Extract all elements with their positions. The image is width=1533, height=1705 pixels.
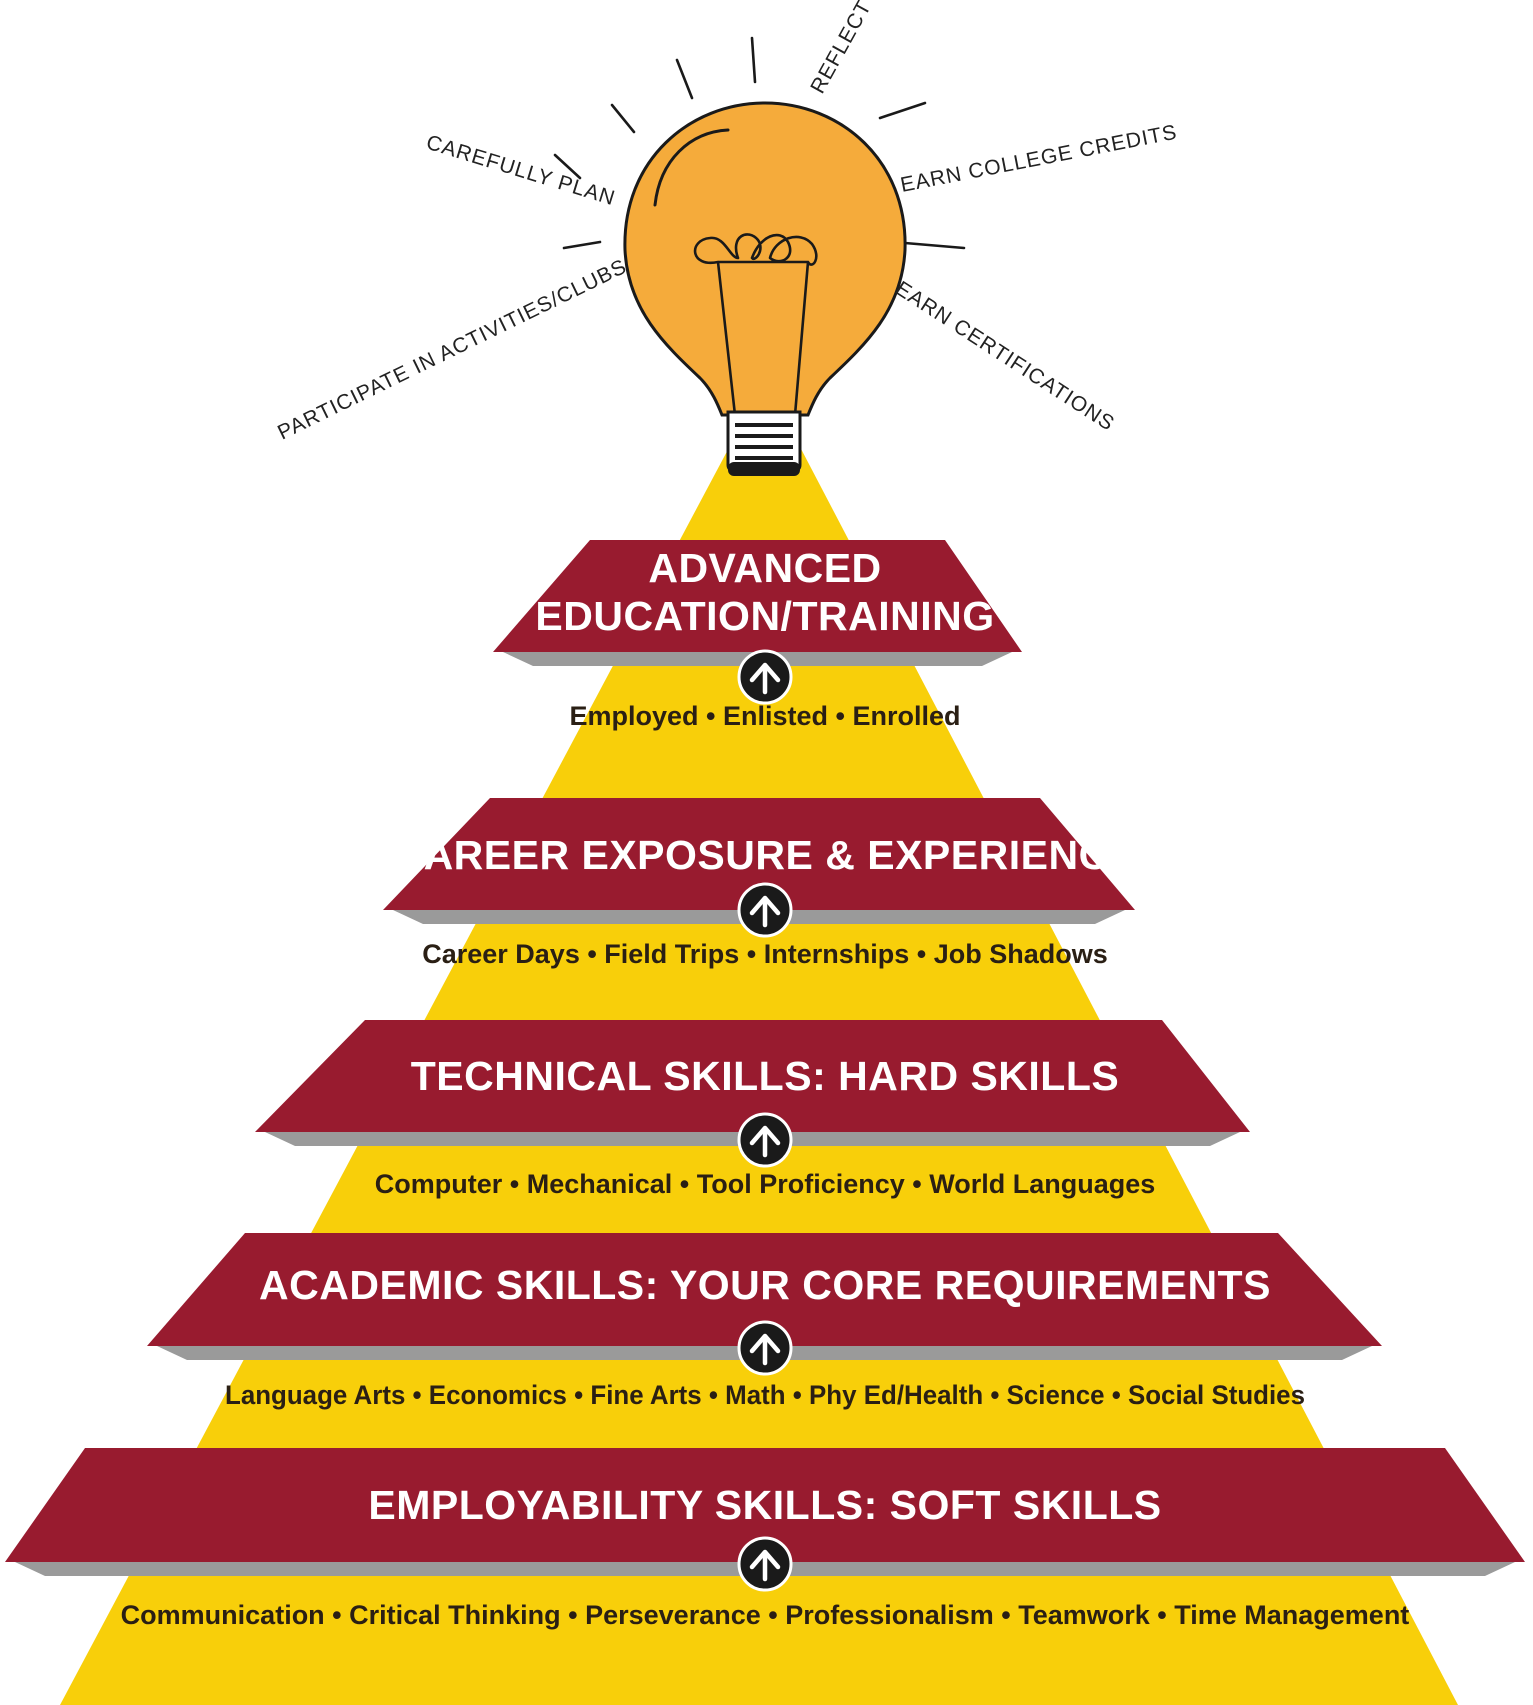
level-items: Computer • Mechanical • Tool Proficiency… [375, 1169, 1155, 1199]
level-title: EDUCATION/TRAINING [535, 593, 994, 639]
ray-line [562, 240, 602, 250]
ray-line [610, 103, 636, 134]
label-participate: PARTICIPATE IN ACTIVITIES/CLUBS [274, 255, 630, 445]
label-earn-certifications: EARN CERTIFICATIONS [891, 277, 1118, 436]
level-band [147, 1233, 1382, 1346]
level-title: EMPLOYABILITY SKILLS: SOFT SKILLS [368, 1482, 1161, 1528]
up-arrow-icon [737, 1536, 793, 1592]
level-title: ADVANCED [648, 545, 881, 591]
lightbulb-icon: REFLECT CAREFULLY PLAN EARN COLLEGE CRED… [274, 0, 1179, 476]
label-reflect: REFLECT [806, 0, 876, 97]
level-items: Communication • Critical Thinking • Pers… [121, 1600, 1410, 1630]
level-5: EMPLOYABILITY SKILLS: SOFT SKILLS Communi… [5, 1448, 1525, 1630]
level-items: Employed • Enlisted • Enrolled [570, 701, 961, 731]
level-band [255, 1020, 1250, 1132]
ray-line [675, 58, 694, 100]
up-arrow-icon [737, 1112, 793, 1168]
ray-line [750, 36, 757, 84]
bulb-filament [693, 233, 818, 417]
level-title: ACADEMIC SKILLS: YOUR CORE REQUIREMENTS [259, 1262, 1271, 1308]
up-arrow-icon [737, 882, 793, 938]
level-band [5, 1448, 1525, 1562]
ray-line [903, 241, 966, 250]
level-items: Career Days • Field Trips • Internships … [422, 939, 1108, 969]
bulb-glass [623, 101, 907, 417]
level-3: TECHNICAL SKILLS: HARD SKILLS Computer • … [255, 1020, 1250, 1199]
up-arrow-icon [737, 649, 793, 705]
up-arrow-icon [737, 1320, 793, 1376]
bulb-highlight [653, 128, 730, 207]
ray-line [878, 101, 927, 120]
label-earn-college-credits: EARN COLLEGE CREDITS [899, 121, 1180, 197]
level-band [383, 798, 1135, 910]
level-title: TECHNICAL SKILLS: HARD SKILLS [411, 1053, 1119, 1099]
level-title: CAREER EXPOSURE & EXPERIENCE [393, 832, 1136, 878]
level-items: Language Arts • Economics • Fine Arts • … [225, 1380, 1305, 1410]
bulb-base [726, 410, 802, 476]
level-band [493, 540, 1022, 652]
label-carefully-plan: CAREFULLY PLAN [424, 131, 619, 210]
ray-line [553, 153, 582, 180]
level-4: ACADEMIC SKILLS: YOUR CORE REQUIREMENTS L… [147, 1233, 1382, 1410]
level-2: CAREER EXPOSURE & EXPERIENCE Career Days … [383, 798, 1136, 969]
